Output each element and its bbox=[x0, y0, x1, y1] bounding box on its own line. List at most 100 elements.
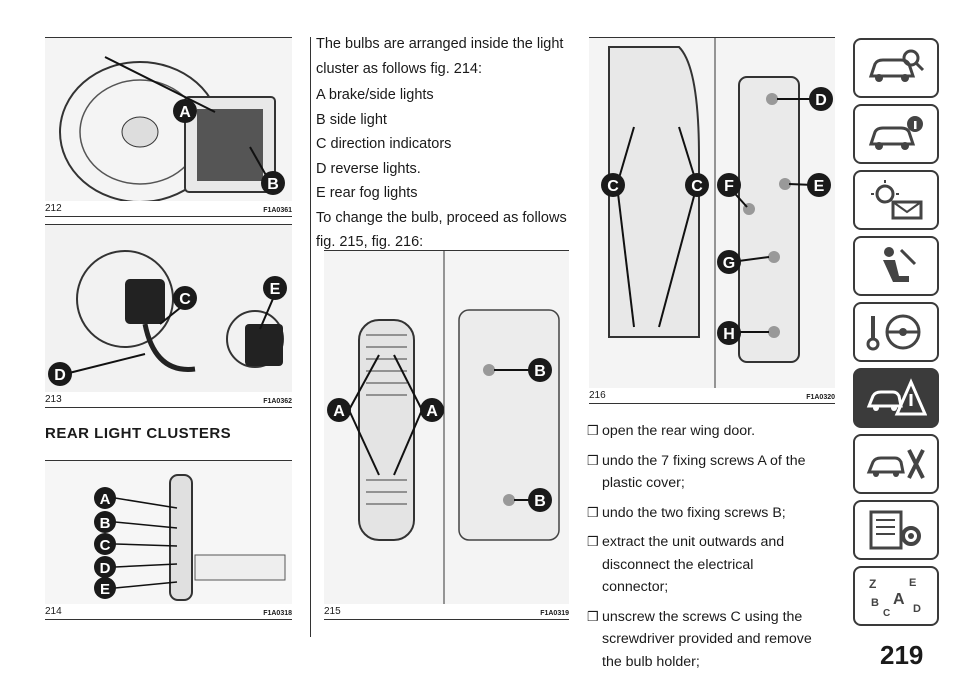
figure-caption: 214 F1A0318 bbox=[45, 603, 292, 620]
label-marker: A bbox=[420, 398, 444, 422]
figure-213: C E D 213 F1A0362 bbox=[45, 224, 292, 408]
procedure-steps: ❒open the rear wing door. ❒undo the 7 fi… bbox=[587, 420, 817, 680]
tab-steering-key[interactable] bbox=[853, 302, 939, 362]
figure-215-labels: A A B B bbox=[327, 358, 552, 512]
bulb-holder-illustration bbox=[589, 37, 835, 388]
seat-airbag-icon bbox=[883, 247, 917, 282]
list-item: ❒unscrew the screws C using the screwdri… bbox=[587, 606, 817, 674]
svg-text:B: B bbox=[267, 176, 279, 193]
figure-214-labels: A B C D E bbox=[94, 487, 116, 599]
svg-text:A: A bbox=[426, 403, 438, 420]
figure-caption: 212 F1A0361 bbox=[45, 200, 292, 217]
svg-text:G: G bbox=[723, 255, 735, 272]
tab-breakdown[interactable] bbox=[853, 368, 939, 428]
specs-gear-icon bbox=[869, 510, 921, 550]
figure-216-labels: C C D F E G H bbox=[601, 87, 833, 345]
step-text: undo the 7 fixing screws A of the plasti… bbox=[602, 452, 806, 492]
label-marker: A bbox=[327, 398, 351, 422]
svg-text:C: C bbox=[607, 178, 619, 195]
label-marker: B bbox=[528, 488, 552, 512]
svg-text:A: A bbox=[893, 591, 905, 608]
car-maintenance-icon bbox=[866, 449, 925, 479]
legend-item: E rear fog lights bbox=[316, 185, 418, 201]
tab-maintenance[interactable] bbox=[853, 434, 939, 494]
checkbox-bullet-icon: ❒ bbox=[587, 423, 599, 438]
figure-216: C C D F E G H 216 F1A0320 bbox=[589, 37, 835, 404]
car-search-icon bbox=[868, 49, 925, 82]
tab-warning-lights[interactable] bbox=[853, 170, 939, 230]
tab-seat-airbag[interactable] bbox=[853, 236, 939, 296]
label-marker: E bbox=[263, 276, 287, 300]
label-marker: B bbox=[94, 511, 116, 533]
figure-code: F1A0320 bbox=[806, 394, 835, 401]
steering-wheel-key-icon bbox=[866, 314, 921, 351]
svg-text:A: A bbox=[179, 104, 191, 121]
figure-code: F1A0319 bbox=[540, 610, 569, 617]
svg-text:B: B bbox=[534, 493, 546, 510]
intro-text: The bulbs are arranged inside the light … bbox=[316, 32, 571, 255]
tab-car-search[interactable] bbox=[853, 38, 939, 98]
svg-text:D: D bbox=[913, 603, 921, 615]
step-text: unscrew the screws C using the screwdriv… bbox=[602, 608, 812, 670]
step-text: extract the unit outwards and disconnect… bbox=[602, 534, 785, 595]
figure-number: 215 bbox=[324, 606, 341, 617]
label-marker: D bbox=[809, 87, 833, 111]
figure-code: F1A0362 bbox=[263, 398, 292, 405]
checkbox-bullet-icon: ❒ bbox=[587, 452, 599, 468]
label-marker: D bbox=[94, 556, 116, 578]
figure-number: 212 bbox=[45, 203, 62, 214]
checkbox-bullet-icon: ❒ bbox=[587, 608, 599, 624]
svg-text:E: E bbox=[909, 577, 916, 589]
figure-number: 216 bbox=[589, 390, 606, 401]
page-number: 219 bbox=[880, 640, 924, 670]
svg-text:C: C bbox=[100, 537, 111, 554]
svg-text:D: D bbox=[815, 92, 827, 109]
step-text: undo the two fixing screws B; bbox=[602, 504, 786, 521]
svg-text:E: E bbox=[814, 178, 825, 195]
svg-text:D: D bbox=[100, 560, 111, 577]
svg-text:A: A bbox=[333, 403, 345, 420]
car-breakdown-warning-icon bbox=[866, 378, 927, 416]
svg-text:C: C bbox=[883, 608, 890, 618]
figure-215: A A B B 215 F1A0319 bbox=[324, 250, 569, 620]
wheel-illustration bbox=[45, 37, 292, 201]
checkbox-bullet-icon: ❒ bbox=[587, 534, 599, 549]
label-marker: C bbox=[601, 173, 625, 197]
rear-light-cluster-illustration bbox=[45, 460, 292, 604]
car-info-icon bbox=[868, 116, 923, 150]
legend-item: D reverse lights. bbox=[316, 160, 421, 177]
svg-text:E: E bbox=[100, 581, 110, 598]
intro-paragraph: The bulbs are arranged inside the light … bbox=[316, 36, 564, 77]
label-marker: C bbox=[94, 533, 116, 555]
svg-text:A: A bbox=[100, 491, 111, 508]
tab-specifications[interactable] bbox=[853, 500, 939, 560]
list-item: ❒undo the two fixing screws B; bbox=[587, 502, 817, 525]
column-divider bbox=[310, 37, 311, 637]
figure-caption: 215 F1A0319 bbox=[324, 603, 569, 620]
figure-213-labels: C E D bbox=[48, 276, 287, 386]
label-marker: B bbox=[261, 171, 285, 195]
intro-paragraph: To change the bulb, proceed as follows f… bbox=[316, 209, 567, 251]
svg-text:Z: Z bbox=[869, 577, 876, 591]
tab-car-info[interactable] bbox=[853, 104, 939, 164]
label-marker: G bbox=[717, 250, 741, 274]
label-marker: A bbox=[94, 487, 116, 509]
section-heading: REAR LIGHT CLUSTERS bbox=[45, 425, 232, 442]
figure-212: A B 212 F1A0361 bbox=[45, 37, 292, 217]
list-item: ❒open the rear wing door. bbox=[587, 420, 817, 443]
figure-number: 214 bbox=[45, 606, 62, 617]
figure-caption: 213 F1A0362 bbox=[45, 391, 292, 408]
list-item: ❒extract the unit outwards and disconnec… bbox=[587, 531, 817, 599]
figure-code: F1A0318 bbox=[263, 610, 292, 617]
label-marker: E bbox=[94, 577, 116, 599]
figure-code: F1A0361 bbox=[263, 207, 292, 214]
label-marker: H bbox=[717, 321, 741, 345]
figure-214: A B C D E 214 F1A0318 bbox=[45, 460, 292, 620]
checkbox-bullet-icon: ❒ bbox=[587, 504, 599, 520]
label-marker: C bbox=[685, 173, 709, 197]
svg-text:B: B bbox=[100, 515, 111, 532]
svg-text:E: E bbox=[270, 281, 281, 298]
